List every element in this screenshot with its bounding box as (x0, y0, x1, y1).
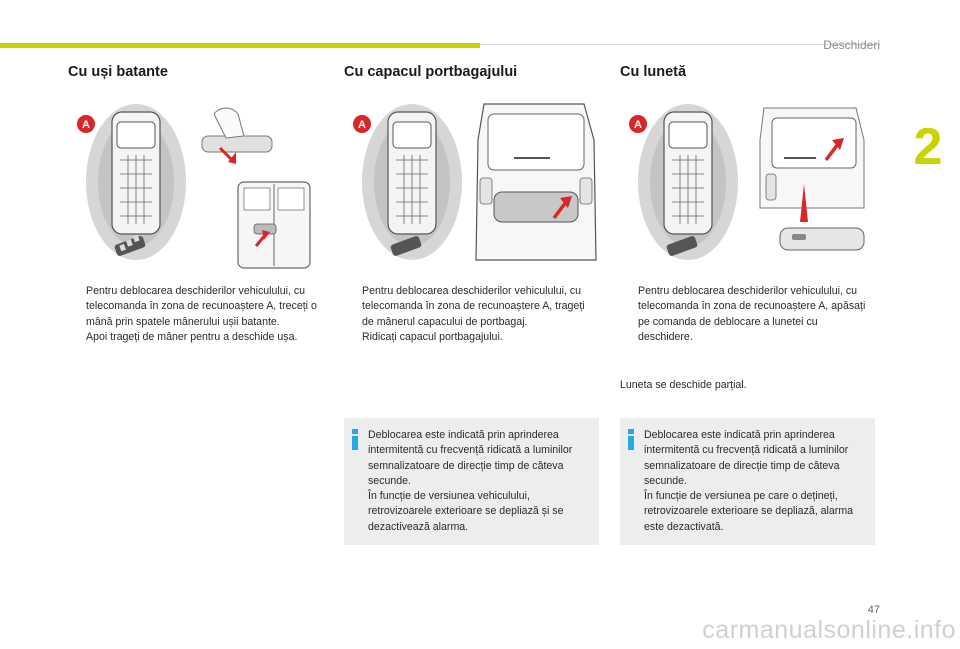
bullets-swing-doors: Pentru deblocarea deschiderilor vehiculu… (68, 284, 323, 346)
column-title: Cu uși batante (68, 64, 168, 80)
column-swing-doors: Cu uși batante (68, 64, 328, 80)
bullet-item: Pentru deblocarea deschiderilor vehiculu… (362, 285, 585, 328)
info-icon (352, 429, 358, 451)
section-title: Deschideri (823, 38, 880, 52)
zone-label-a: A (82, 119, 90, 131)
bullets-rear-window: Pentru deblocarea deschiderilor vehiculu… (620, 284, 875, 346)
info-text: În funcție de versiunea pe care o deține… (644, 490, 854, 533)
info-icon (628, 429, 634, 451)
bullets-tailgate: Pentru deblocarea deschiderilor vehiculu… (344, 284, 599, 346)
info-text: Deblocarea este indicată prin aprinderea… (368, 429, 573, 487)
info-text: Deblocarea este indicată prin aprinderea… (644, 429, 849, 487)
zone-label-a: A (634, 119, 642, 131)
illustration-rear-window: A (620, 100, 880, 270)
zone-label-a: A (358, 119, 366, 131)
info-box-tailgate: Deblocarea este indicată prin aprinderea… (344, 418, 599, 546)
illustration-swing-doors: A (68, 100, 328, 270)
info-text: În funcție de versiunea vehiculului, ret… (368, 490, 564, 533)
bullet-item: Pentru deblocarea deschiderilor vehiculu… (86, 285, 317, 328)
illustration-tailgate: A (344, 100, 604, 270)
column-title: Cu capacul portbagajului (344, 64, 518, 80)
header-rule (480, 44, 880, 45)
watermark: carmanualsonline.info (702, 616, 956, 644)
accent-bar (0, 43, 480, 48)
bullet-item: Apoi trageți de mâner pentru a deschide … (86, 331, 298, 344)
bullet-item: Ridicați capacul portbagajului. (362, 331, 503, 344)
page-number: 47 (867, 604, 880, 616)
chapter-number: 2 (913, 118, 943, 176)
column-rear-window: Cu lunetă (620, 64, 880, 80)
note-partial-open: Luneta se deschide parțial. (620, 379, 747, 391)
column-tailgate: Cu capacul portbagajului (344, 64, 604, 80)
column-title: Cu lunetă (620, 64, 687, 80)
info-box-rear-window: Deblocarea este indicată prin aprinderea… (620, 418, 875, 546)
bullet-item: Pentru deblocarea deschiderilor vehiculu… (638, 285, 866, 344)
